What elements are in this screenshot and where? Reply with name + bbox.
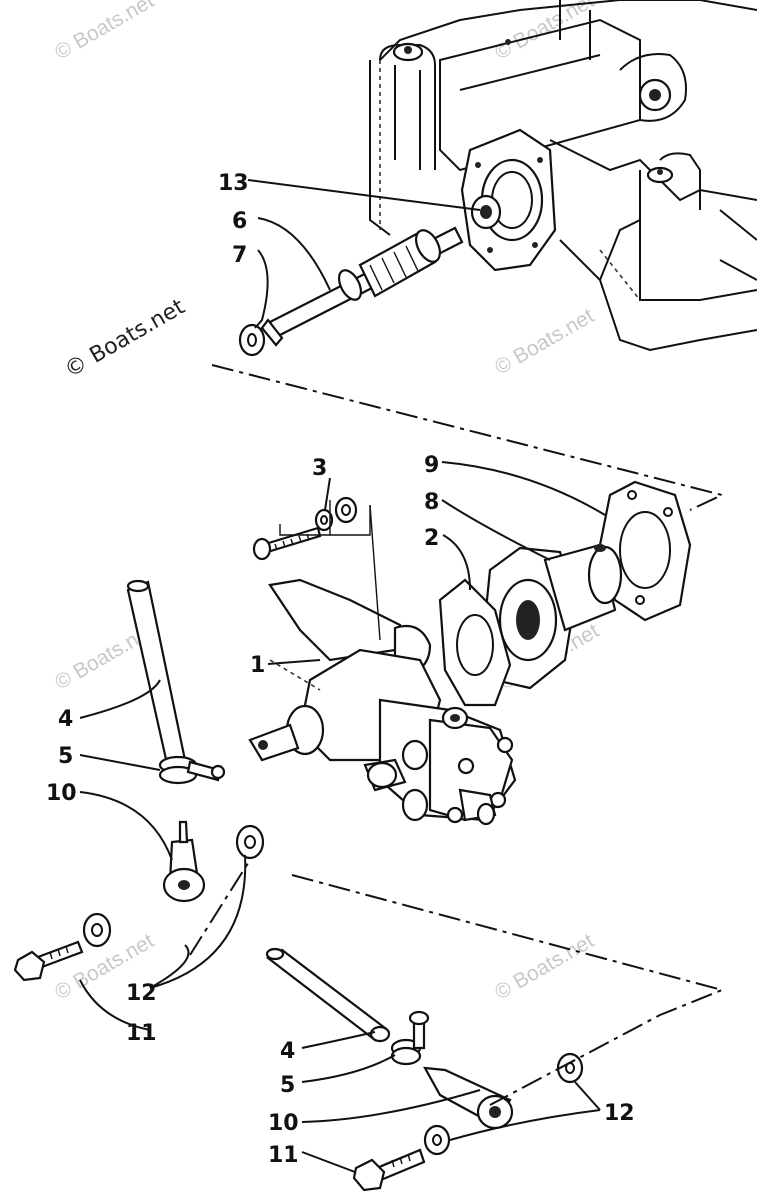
callout-9: 9 <box>424 453 439 478</box>
callout-4-lower: 4 <box>280 1039 295 1064</box>
copyright-notice: © Boats.net <box>61 294 190 383</box>
callout-6: 6 <box>232 209 247 234</box>
callout-11-upper: 11 <box>126 1021 157 1046</box>
callout-2: 2 <box>424 526 439 551</box>
leader-lines <box>79 179 606 1173</box>
callout-10-upper: 10 <box>46 781 77 806</box>
callout-labels: 13 6 7 3 9 8 2 1 4 5 10 12 11 4 5 10 12 … <box>46 171 635 1168</box>
watermark: © Boats.net <box>51 0 158 64</box>
callout-12-upper: 12 <box>126 981 157 1006</box>
callout-13: 13 <box>218 171 249 196</box>
callout-7: 7 <box>232 243 247 268</box>
watermark: © Boats.net <box>491 929 598 1004</box>
oil-pump-assembly <box>248 480 692 826</box>
callout-4-upper: 4 <box>58 707 73 732</box>
watermark: © Boats.net <box>491 304 598 379</box>
engine-crankcase <box>369 0 757 352</box>
alignment-lines <box>189 364 726 1106</box>
callout-12-lower: 12 <box>604 1101 635 1126</box>
callout-3: 3 <box>312 456 327 481</box>
callout-10-lower: 10 <box>268 1111 299 1136</box>
callout-5-lower: 5 <box>280 1073 295 1098</box>
watermark: © Boats.net <box>491 0 598 64</box>
lower-fitting-set <box>265 947 584 1192</box>
callout-5-upper: 5 <box>58 744 73 769</box>
callout-8: 8 <box>424 490 439 515</box>
drive-shaft-assembly <box>238 194 502 357</box>
screw-and-washers <box>252 496 358 561</box>
upper-fitting-set <box>13 579 265 982</box>
callout-1: 1 <box>250 653 265 678</box>
callout-11-lower: 11 <box>268 1143 299 1168</box>
